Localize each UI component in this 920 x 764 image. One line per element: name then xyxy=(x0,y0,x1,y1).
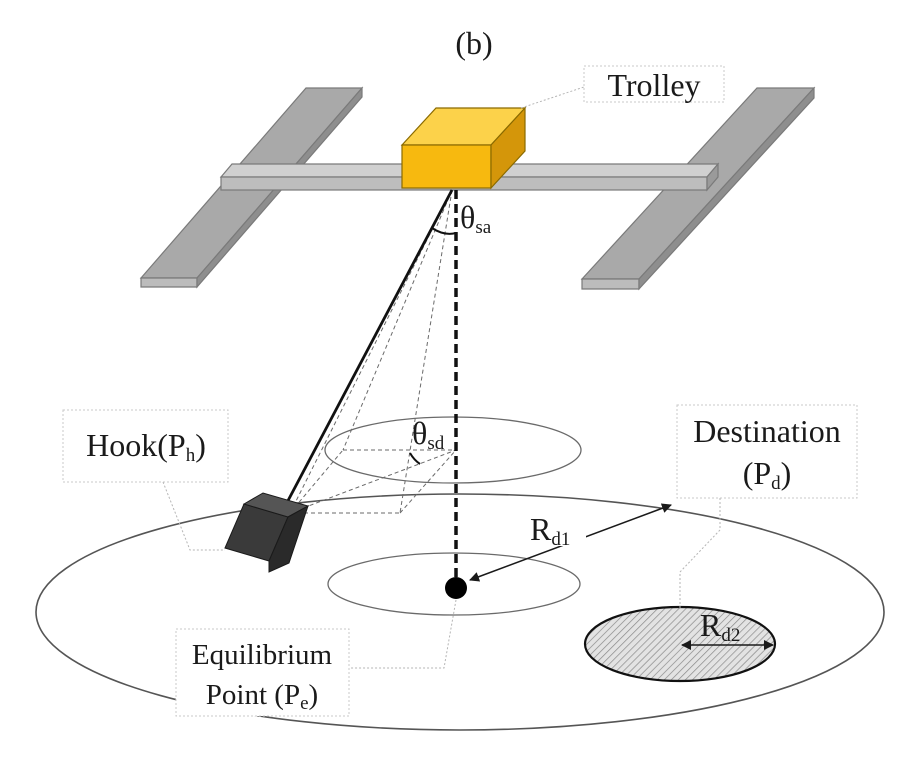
equilibrium-label-line2: Point (Pe) xyxy=(206,679,318,714)
equilibrium-region-ellipse xyxy=(327,552,581,616)
hoist-cable xyxy=(280,189,454,513)
trolley-label: Trolley xyxy=(607,67,700,103)
equilibrium-label-line1: Equilibrium xyxy=(192,639,333,671)
equilibrium-point-dot xyxy=(445,577,467,599)
destination-label-line2: (Pd) xyxy=(743,455,792,494)
r-d1-label: Rd1 xyxy=(530,511,570,550)
hook-callout: Hook(Ph) xyxy=(62,409,229,551)
construction-lines xyxy=(289,189,457,514)
theta-sa-label: θsa xyxy=(460,199,492,238)
theta-sd-label: θsd xyxy=(412,415,445,454)
theta-sa-arc xyxy=(431,227,457,235)
destination-label-line1: Destination xyxy=(693,413,841,449)
swing-plane-ellipse xyxy=(324,416,582,484)
panel-label: (b) xyxy=(455,25,492,61)
trolley-box xyxy=(400,106,527,190)
destination-zone xyxy=(583,605,777,683)
equilibrium-callout: Equilibrium Point (Pe) xyxy=(175,599,457,717)
trolley-callout: Trolley xyxy=(520,65,725,109)
hook-label: Hook(Ph) xyxy=(86,427,206,466)
ground-area-ellipse xyxy=(35,493,885,731)
destination-callout: Destination (Pd) xyxy=(676,404,858,610)
hook-block xyxy=(224,492,310,573)
theta-sd-arc xyxy=(409,452,421,465)
r-d2-label: Rd2 xyxy=(700,607,740,646)
